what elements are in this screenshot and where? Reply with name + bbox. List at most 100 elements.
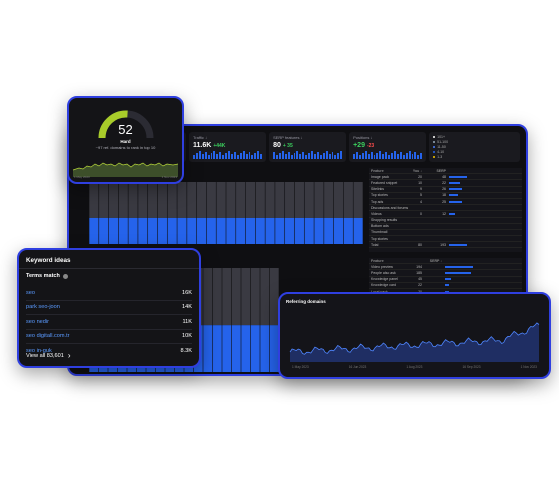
bar-segment-gray bbox=[265, 182, 275, 218]
keyword-link[interactable]: seo nedir bbox=[26, 318, 50, 325]
spark-bar bbox=[222, 155, 225, 159]
bar-segment-gray bbox=[353, 182, 363, 218]
bar-segment-gray bbox=[241, 268, 251, 326]
bar-segment-blue bbox=[236, 217, 246, 244]
serp-count: 45 bbox=[418, 277, 422, 282]
legend-item: 1-3 bbox=[433, 154, 516, 159]
feature-name: Sitelinks bbox=[371, 187, 385, 192]
serp-bar bbox=[449, 243, 467, 246]
metric-traffic[interactable]: Traffic ↓ 11.6K+44K bbox=[189, 132, 267, 162]
feature-name: Knowledge panel bbox=[371, 277, 398, 282]
feature-name: Total bbox=[371, 242, 379, 247]
spark-bar bbox=[281, 151, 284, 159]
spark-bar bbox=[296, 151, 299, 159]
bar-segment-gray bbox=[236, 182, 246, 218]
serp-count: 20 bbox=[412, 290, 422, 294]
difficulty-subtitle: ~97 ref. domains to rank in top 10 bbox=[95, 145, 156, 150]
bar-segment-gray bbox=[343, 182, 353, 218]
keyword-link[interactable]: seo digitall.com.tr bbox=[26, 333, 70, 340]
info-icon[interactable] bbox=[62, 273, 68, 279]
keyword-link[interactable]: park seo-joon bbox=[26, 304, 60, 311]
feature-name: Video preview bbox=[371, 264, 393, 269]
serp-bar bbox=[449, 188, 462, 191]
bar-segment-gray bbox=[187, 182, 197, 218]
metric-serp-features[interactable]: SERP features ↓ 80+ 35 bbox=[269, 132, 347, 162]
metric-label: Positions ↓ bbox=[353, 135, 373, 140]
bar-segment-gray bbox=[250, 268, 260, 326]
bar-segment-blue bbox=[314, 217, 324, 244]
bar-segment-gray bbox=[231, 268, 241, 326]
you-count: 4 bbox=[420, 199, 422, 204]
spark-bar bbox=[414, 152, 417, 159]
spark-bar bbox=[207, 155, 210, 159]
spark-bar bbox=[367, 154, 370, 159]
spark-bar bbox=[284, 154, 287, 159]
you-count: 5 bbox=[420, 193, 422, 198]
positions-sparkbars bbox=[353, 151, 423, 159]
bar-segment-gray bbox=[304, 182, 314, 218]
feature-name: Discussions and forums bbox=[371, 205, 409, 210]
table-row: Shopping results bbox=[369, 218, 522, 224]
bar-segment-gray bbox=[255, 182, 265, 218]
feature-name: Top stories bbox=[371, 193, 388, 198]
spark-bar bbox=[411, 154, 414, 159]
spark-bar bbox=[293, 153, 296, 159]
difficulty-score: 52 bbox=[118, 122, 133, 137]
spark-bar bbox=[356, 152, 358, 159]
table-row: Knowledge panel 45 bbox=[369, 277, 522, 283]
spark-bar bbox=[198, 151, 201, 159]
serp-count: 22 bbox=[442, 180, 446, 185]
bar-segment-blue bbox=[245, 217, 256, 244]
chevron-right-icon: › bbox=[67, 351, 71, 360]
spark-bar bbox=[361, 153, 364, 159]
spark-bar bbox=[364, 151, 367, 159]
bar-segment-blue bbox=[222, 325, 232, 372]
bar-segment-gray bbox=[157, 182, 167, 218]
bar-segment-blue bbox=[167, 217, 177, 244]
bar-segment-gray bbox=[294, 182, 304, 218]
metric-positions[interactable]: Positions ↓ +29-23 bbox=[349, 132, 427, 162]
spark-bar bbox=[204, 152, 207, 159]
gauge-fill bbox=[98, 110, 128, 139]
serp-bar bbox=[449, 200, 462, 203]
legend-item: 101+ bbox=[433, 134, 516, 139]
keyword-link[interactable]: seo in-guk bbox=[26, 347, 52, 354]
bar-segment-gray bbox=[108, 182, 119, 218]
spark-bar bbox=[394, 151, 396, 159]
spark-bar bbox=[334, 155, 337, 159]
bar-segment-blue bbox=[269, 325, 279, 372]
bar-segment-blue bbox=[294, 217, 304, 244]
serp-count: 22 bbox=[418, 283, 422, 288]
spark-bar bbox=[388, 155, 391, 159]
you-count: 9 bbox=[420, 187, 422, 192]
spark-bar bbox=[313, 154, 316, 159]
spark-bar bbox=[417, 155, 420, 159]
you-count: 0 bbox=[420, 211, 422, 216]
serp-count: 193 bbox=[440, 242, 446, 247]
bar-segment-blue bbox=[231, 325, 241, 372]
bar-segment-blue bbox=[285, 217, 295, 244]
spark-bar bbox=[213, 151, 216, 159]
bar-segment-gray bbox=[206, 182, 216, 218]
spark-bar bbox=[379, 151, 382, 159]
feature-name: Videos bbox=[371, 211, 382, 216]
spark-bar bbox=[396, 154, 399, 159]
spark-bar bbox=[248, 152, 251, 159]
bar-segment-blue bbox=[89, 217, 99, 244]
keyword-link[interactable]: seo bbox=[26, 289, 36, 296]
spark-bar bbox=[287, 152, 290, 159]
serp-bar bbox=[445, 278, 452, 281]
bar-segment-blue bbox=[187, 217, 197, 244]
feature-name: People also ask bbox=[371, 270, 396, 275]
metric-label: SERP features ↓ bbox=[273, 135, 303, 140]
difficulty-level: Hard bbox=[120, 139, 131, 144]
serp-count: 12 bbox=[442, 211, 446, 216]
spark-bar bbox=[239, 153, 242, 159]
view-all-link[interactable]: View all 83,601 › bbox=[26, 351, 71, 360]
trend-axis: 1 May 2023 1 Nov 2023 bbox=[74, 175, 177, 179]
bar-segment-blue bbox=[206, 217, 216, 244]
